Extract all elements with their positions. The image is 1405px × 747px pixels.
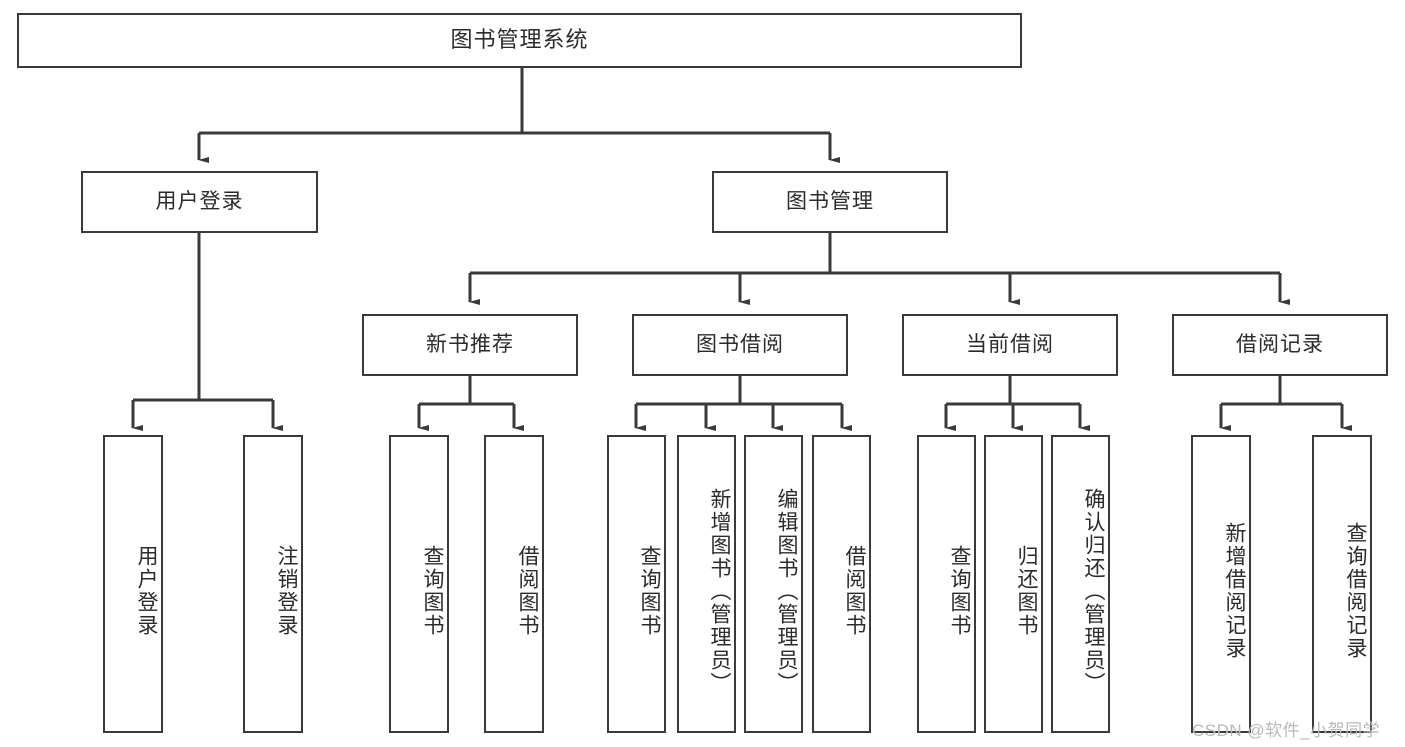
csdn-watermark: CSDN @软件_小贺同学	[1192, 721, 1381, 740]
node-root-system[interactable]: 图书管理系统	[17, 13, 1022, 68]
leaf-current-query-book[interactable]: 查询图书	[917, 435, 976, 733]
node-label: 图书管理系统	[450, 27, 589, 53]
node-label: 新书推荐	[426, 333, 514, 357]
leaf-user-login-logout[interactable]: 注销登录	[243, 435, 303, 733]
leaf-borrow-borrow-book[interactable]: 借阅图书	[812, 435, 871, 733]
leaf-borrow-edit-book-admin[interactable]: 编辑图书（管理员）	[744, 435, 803, 733]
leaf-recommend-borrow-book[interactable]: 借阅图书	[484, 435, 544, 733]
node-label: 新增图书（管理员）	[708, 487, 731, 695]
leaf-user-login-login[interactable]: 用户登录	[103, 435, 163, 733]
node-label: 查询图书	[638, 545, 661, 637]
node-label: 借阅记录	[1236, 333, 1324, 357]
leaf-recommend-query-book[interactable]: 查询图书	[389, 435, 449, 733]
leaf-record-query-record[interactable]: 查询借阅记录	[1312, 435, 1372, 733]
node-label: 查询图书	[421, 545, 444, 637]
node-new-book-recommend[interactable]: 新书推荐	[362, 314, 578, 376]
node-label: 图书借阅	[696, 333, 784, 357]
node-label: 确认归还（管理员）	[1082, 487, 1105, 695]
leaf-record-add-record[interactable]: 新增借阅记录	[1191, 435, 1251, 733]
node-label: 归还图书	[1015, 545, 1038, 637]
node-label: 注销登录	[275, 545, 298, 637]
node-label: 新增借阅记录	[1223, 522, 1246, 660]
node-label: 当前借阅	[966, 333, 1054, 357]
node-label: 用户登录	[155, 190, 244, 214]
node-label: 借阅图书	[843, 545, 866, 637]
node-label: 用户登录	[135, 545, 158, 637]
leaf-borrow-query-book[interactable]: 查询图书	[607, 435, 666, 733]
node-current-borrow[interactable]: 当前借阅	[902, 314, 1118, 376]
leaf-current-return-book[interactable]: 归还图书	[984, 435, 1043, 733]
node-borrow-record[interactable]: 借阅记录	[1172, 314, 1388, 376]
node-book-borrow[interactable]: 图书借阅	[632, 314, 848, 376]
node-label: 编辑图书（管理员）	[775, 487, 798, 695]
node-book-management[interactable]: 图书管理	[712, 171, 948, 233]
node-user-login[interactable]: 用户登录	[81, 171, 318, 233]
node-label: 查询图书	[948, 545, 971, 637]
node-label: 查询借阅记录	[1344, 522, 1367, 660]
node-label: 图书管理	[786, 190, 874, 214]
leaf-current-confirm-return-admin[interactable]: 确认归还（管理员）	[1051, 435, 1110, 733]
leaf-borrow-add-book-admin[interactable]: 新增图书（管理员）	[677, 435, 736, 733]
node-label: 借阅图书	[516, 545, 539, 637]
